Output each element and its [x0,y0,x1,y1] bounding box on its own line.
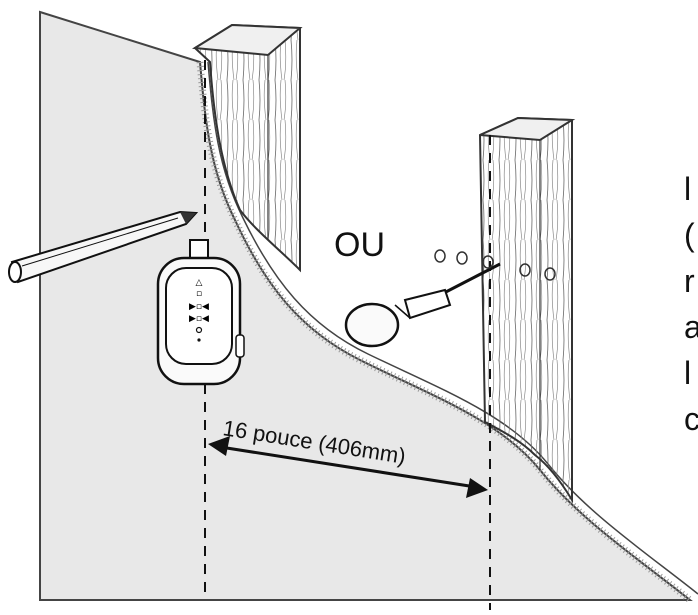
cropped-text-column: l ( r a l c [684,171,698,437]
cropped-text-line-1: l [684,171,691,207]
stud-finder-device: △ ▫ ▶▫◀ ▶▫◀ [156,239,245,386]
cropped-text-line-3: r [684,263,695,299]
screwdriver-icon [344,262,501,348]
cropped-text-line-6: c [684,401,698,437]
pencil-icon [8,210,199,284]
wood-stud-right [478,116,576,504]
cropped-text-line-4: a [684,309,698,345]
svg-text:▶▫◀: ▶▫◀ [189,302,209,312]
or-label: OU [334,226,385,264]
svg-text:▫: ▫ [196,289,202,299]
wood-stud-left [191,23,303,273]
test-holes [434,249,556,281]
dimension-arrow [208,436,488,498]
svg-text:△: △ [196,278,203,288]
svg-text:▶▫◀: ▶▫◀ [189,314,209,324]
cropped-text-line-5: l [684,355,691,391]
drywall-panel [39,10,698,603]
cropped-text-line-2: ( [684,217,695,253]
